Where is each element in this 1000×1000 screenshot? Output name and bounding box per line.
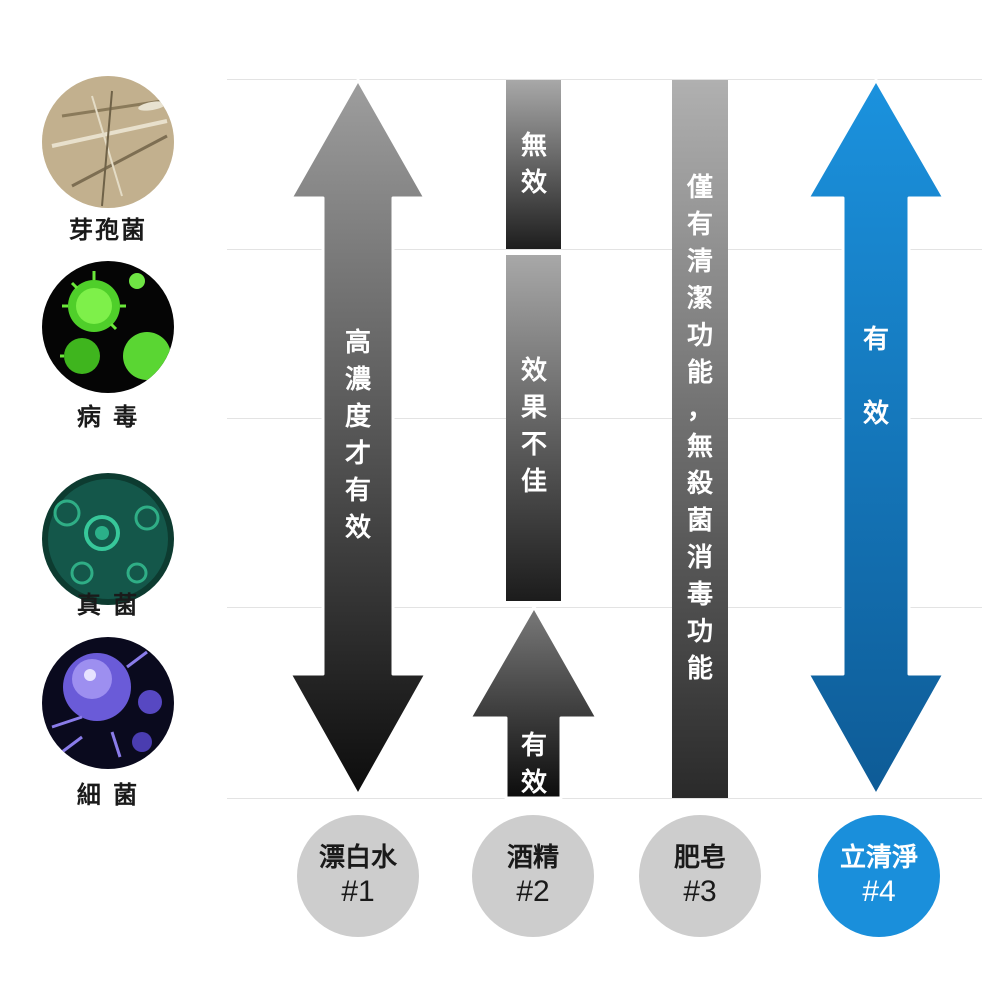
alcohol-bar-ineffective	[506, 80, 561, 249]
product-circle-soap: 肥皂 #3	[639, 815, 761, 937]
soap-bar	[672, 80, 728, 798]
product-number: #4	[862, 875, 896, 908]
grid-line	[227, 607, 982, 608]
grid-line	[227, 249, 982, 250]
organism-label-fungus: 真 菌	[76, 591, 140, 619]
product-number: #3	[683, 875, 717, 908]
alcohol-bar-poor	[506, 255, 561, 601]
fungus-image	[42, 473, 174, 605]
bleach-double-arrow	[288, 78, 428, 797]
alcohol-effective-text: 有 效	[520, 731, 547, 798]
product-number: #2	[516, 875, 550, 908]
bacteria-image	[42, 637, 174, 769]
grid-line	[227, 798, 982, 799]
alcohol-ineffective-text: 無 效	[520, 131, 547, 198]
product-circle-bleach: 漂白水 #1	[297, 815, 419, 937]
grid-line	[227, 418, 982, 419]
bleach-efficacy-text: 高 濃 度 才 有 效	[344, 328, 371, 543]
product-circle-main: 立清淨 #4	[818, 815, 940, 937]
alcohol-poor-text: 效 果 不 佳	[520, 356, 547, 497]
product-name: 肥皂	[673, 843, 726, 873]
organism-label-bacteria: 細 菌	[76, 781, 140, 809]
product-name: 立清淨	[839, 843, 918, 873]
grid-line	[227, 79, 982, 80]
organism-label-spore-bacteria: 芽孢菌	[69, 216, 147, 244]
soap-text: 僅 有 清 潔 功 能 ， 無 殺 菌 消 毒 功 能	[686, 173, 713, 684]
spore-bacteria-image	[42, 76, 174, 208]
product-name: 漂白水	[318, 843, 397, 873]
virus-image	[42, 261, 174, 393]
product-efficacy-text: 有 效	[862, 325, 889, 429]
product-name: 酒精	[506, 843, 559, 873]
product-number: #1	[341, 875, 375, 908]
product-circle-alcohol: 酒精 #2	[472, 815, 594, 937]
alcohol-up-arrow	[468, 605, 599, 800]
organism-label-virus: 病 毒	[76, 403, 140, 431]
product-double-arrow	[806, 78, 946, 797]
